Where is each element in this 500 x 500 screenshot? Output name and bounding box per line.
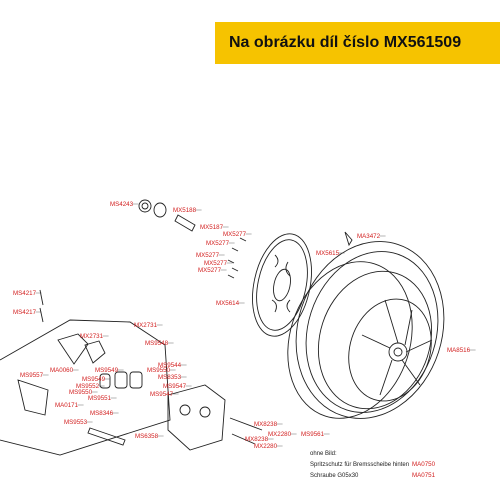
part-label-ms9551[interactable]: MS9551 bbox=[88, 395, 112, 402]
brake-disc bbox=[252, 233, 312, 337]
part-label-ms9547[interactable]: MS9547 bbox=[150, 391, 174, 398]
part-label-mx5277[interactable]: MX5277 bbox=[198, 267, 222, 274]
legend-row-1-text: Spritzschutz für Bremsscheibe hinten bbox=[310, 462, 409, 468]
part-label-mx5277[interactable]: MX5277 bbox=[196, 252, 220, 259]
part-label-mx2280[interactable]: MX2280 bbox=[268, 431, 292, 438]
part-label-ms4217[interactable]: MS4217 bbox=[13, 309, 37, 316]
part-label-mx5188[interactable]: MX5188 bbox=[173, 207, 197, 214]
part-label-mx2731[interactable]: MX2731 bbox=[80, 333, 104, 340]
part-labels: MS4243MX5188MX5187MX5277MX5277MX5277MX52… bbox=[13, 201, 476, 450]
part-label-ms4243[interactable]: MS4243 bbox=[110, 201, 134, 208]
part-label-ms8353[interactable]: MS8353 bbox=[158, 374, 182, 381]
part-label-mx2731[interactable]: MX2731 bbox=[134, 322, 158, 329]
part-label-mx5277[interactable]: MX5277 bbox=[223, 231, 247, 238]
part-label-ms9547[interactable]: MS9547 bbox=[163, 383, 187, 390]
part-label-ms9561[interactable]: MS9561 bbox=[301, 431, 325, 438]
part-label-mx5277[interactable]: MX5277 bbox=[206, 240, 230, 247]
part-label-ms9544[interactable]: MS9544 bbox=[158, 362, 182, 369]
part-label-ma8516[interactable]: MA8516 bbox=[447, 347, 471, 354]
legend-row-1-code[interactable]: MA0750 bbox=[412, 461, 436, 468]
part-label-mx5614[interactable]: MX5614 bbox=[216, 300, 240, 307]
part-label-mx5277[interactable]: MX5277 bbox=[204, 260, 228, 267]
part-label-ms6358[interactable]: MS6358 bbox=[135, 433, 159, 440]
rear-wheel bbox=[287, 241, 445, 419]
part-label-ma3472[interactable]: MA3472 bbox=[357, 233, 381, 240]
part-label-ms9549[interactable]: MS9549 bbox=[82, 376, 106, 383]
part-label-mx8238[interactable]: MX8238 bbox=[254, 421, 278, 428]
caliper-assembly bbox=[0, 319, 263, 456]
banner-title: Na obrázku díl číslo MX561509 bbox=[229, 34, 462, 51]
left-bolts bbox=[39, 289, 44, 323]
legend-row-2-text: Schraube G05x30 bbox=[310, 473, 359, 479]
valve bbox=[344, 231, 353, 247]
part-label-mx2280[interactable]: MX2280 bbox=[254, 443, 278, 450]
part-label-ms9552[interactable]: MS9552 bbox=[76, 383, 100, 390]
part-label-mx8238[interactable]: MX8238 bbox=[245, 436, 269, 443]
part-label-ma0171[interactable]: MA0171 bbox=[55, 402, 79, 409]
part-label-ms8346[interactable]: MS8346 bbox=[90, 410, 114, 417]
part-label-ms9557[interactable]: MS9557 bbox=[20, 372, 44, 379]
part-label-mx5187[interactable]: MX5187 bbox=[200, 224, 224, 231]
part-label-ms9550[interactable]: MS9550 bbox=[69, 389, 93, 396]
legend: ohne Bild: Spritzschutz für Bremsscheibe… bbox=[310, 451, 436, 479]
part-label-ms9553[interactable]: MS9553 bbox=[64, 419, 88, 426]
axle-parts bbox=[138, 199, 247, 279]
part-label-ms9548[interactable]: MS9548 bbox=[145, 340, 169, 347]
legend-heading: ohne Bild: bbox=[310, 451, 337, 457]
title-banner: Na obrázku díl číslo MX561509 bbox=[215, 22, 500, 64]
part-label-ms4217[interactable]: MS4217 bbox=[13, 290, 37, 297]
part-label-ms9550[interactable]: MS9550 bbox=[147, 367, 171, 374]
part-label-ms9549[interactable]: MS9549 bbox=[95, 367, 119, 374]
part-label-ma0060[interactable]: MA0060 bbox=[50, 367, 74, 374]
part-label-mx5615[interactable]: MX5615 bbox=[316, 250, 340, 257]
legend-row-2-code[interactable]: MA0751 bbox=[412, 472, 436, 479]
